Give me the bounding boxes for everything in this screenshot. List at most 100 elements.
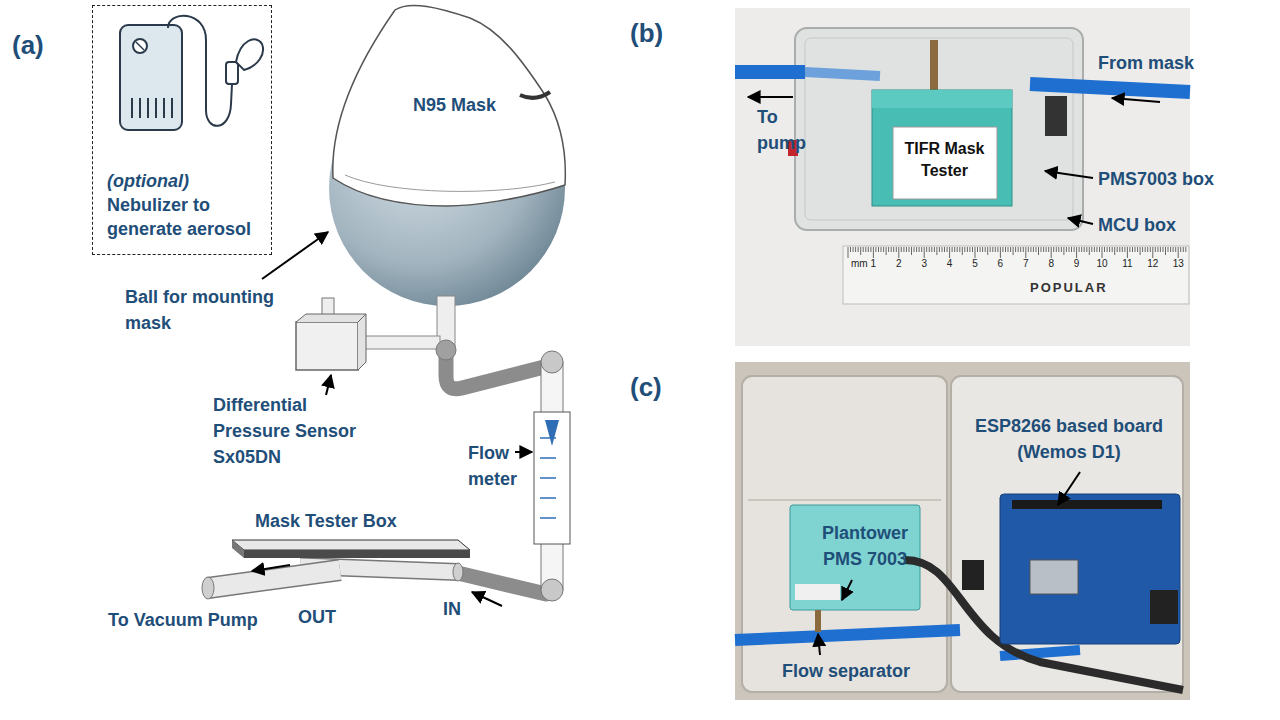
callout-label: Differential Pressure Sensor Sx05DN [213, 392, 363, 470]
n95-mask [333, 5, 566, 206]
ruler-number: 10 [1092, 258, 1112, 270]
ruler-number: 9 [1067, 258, 1087, 270]
callout-label: Flow meter [468, 440, 528, 492]
ruler-ticks [848, 247, 1186, 258]
nebulizer-icon [168, 16, 232, 126]
nebulizer-icon [132, 98, 172, 118]
photo-tester-open [742, 376, 947, 692]
photo-tester-open [735, 630, 960, 640]
leader-arrow [472, 592, 502, 606]
nebulizer-icon [120, 16, 263, 130]
callout-label: ESP8266 based board (Wemos D1) [958, 413, 1180, 465]
port-label: IN [443, 596, 461, 622]
card-text: TIFR Mask Tester [896, 138, 993, 182]
photo-tester-open [1000, 494, 1180, 644]
ruler-number: 5 [965, 258, 985, 270]
tester-box [453, 563, 463, 581]
port-label: OUT [298, 604, 336, 630]
photo-tester-open [1012, 500, 1162, 509]
node-text: (optional) [107, 169, 265, 193]
leader-arrow [748, 96, 793, 98]
ruler-number: 13 [1168, 258, 1188, 270]
leader-arrow [1058, 472, 1080, 505]
photo-tester-closed [843, 246, 1189, 304]
leader-arrow [1112, 98, 1160, 102]
callout-label: Flow separator [782, 658, 910, 684]
tester-box [208, 570, 340, 588]
pressure-sensor [296, 322, 358, 370]
pressure-sensor [296, 298, 366, 370]
panel-letter: (a) [12, 30, 44, 60]
nebulizer-icon [226, 62, 238, 84]
ruler-ticks [848, 247, 1186, 258]
callout-label: To pump [757, 104, 817, 156]
photo-tester-open [815, 610, 821, 632]
photo-tester-closed [872, 90, 1012, 108]
nebulizer-icon [136, 42, 144, 50]
ruler-number: 11 [1117, 258, 1137, 270]
pipe [436, 340, 456, 360]
photo-tester-closed [893, 127, 997, 199]
node-text: Nebulizer to generate aerosol [107, 193, 265, 241]
ruler-number: 6 [990, 258, 1010, 270]
photo-tester-closed [795, 28, 1083, 230]
ruler-number: 1 [863, 258, 883, 270]
flow-meter [541, 579, 563, 601]
callout-label: Plantower PMS 7003 [810, 520, 920, 572]
ruler-unit: mm [851, 258, 868, 270]
nebulizer-icon [120, 25, 182, 130]
n95-mask [520, 92, 550, 98]
leader-arrow [252, 97, 1160, 655]
part-label: N95 Mask [413, 92, 496, 118]
photo-tester-open [795, 584, 840, 600]
tester-box [232, 540, 470, 550]
photo-tester-open [951, 376, 1183, 692]
photo-tester-open [1150, 590, 1178, 624]
tester-box [232, 540, 244, 558]
leader-arrow [252, 565, 290, 571]
tester-box [244, 550, 470, 558]
port-label: To Vacuum Pump [108, 607, 258, 633]
callout-label: MCU box [1098, 212, 1176, 238]
photo-tester-closed [805, 38, 1073, 220]
n95-mask [345, 175, 555, 191]
photo-tester-open [735, 362, 1190, 700]
leader-arrow [818, 634, 820, 655]
leader-arrow [1068, 218, 1093, 224]
nebulizer-box: (optional)Nebulizer to generate aerosol [92, 5, 272, 255]
photo-tester-closed [1030, 84, 1190, 92]
n95-mask [333, 5, 566, 206]
part-label: Mask Tester Box [255, 508, 397, 534]
pressure-sensor [296, 314, 366, 370]
nebulizer-icon [133, 39, 147, 53]
pipe [358, 336, 440, 349]
photo-tester-closed [735, 65, 805, 79]
photo-tester-open [962, 560, 984, 590]
ruler-number: 3 [914, 258, 934, 270]
tester-box [202, 540, 470, 599]
photo-tester-open [735, 362, 1190, 700]
panel-letter: (c) [630, 372, 662, 402]
flow-meter [534, 412, 570, 544]
photo-tester-closed [805, 72, 880, 76]
ruler-brand: POPULAR [1030, 280, 1108, 296]
callout-label: Ball for mounting mask [125, 284, 300, 336]
photo-tester-closed [930, 40, 938, 90]
callout-label: From mask [1098, 50, 1194, 76]
tester-box [202, 577, 214, 599]
leader-arrow [1045, 171, 1093, 178]
leader-arrow [515, 451, 532, 453]
flow-meter [545, 420, 559, 446]
pipe [446, 352, 548, 389]
photo-tester-closed [1045, 96, 1067, 136]
photo-tester-open [790, 505, 920, 610]
photo-tester-open [748, 499, 941, 501]
ruler-number: 2 [889, 258, 909, 270]
photo-tester-closed [872, 90, 1012, 206]
tester-box [208, 570, 340, 588]
ruler-number: 7 [1016, 258, 1036, 270]
panel-letter: (b) [630, 18, 663, 48]
ruler-number: 4 [940, 258, 960, 270]
leader-arrow [842, 580, 852, 600]
